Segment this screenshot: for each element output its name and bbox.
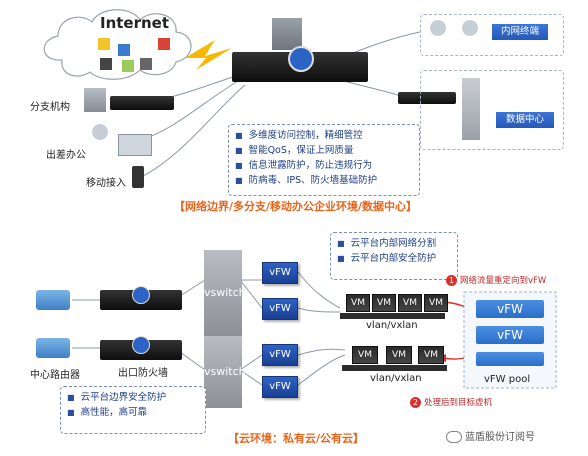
forward-note-text: 处理后到目标虚机 — [424, 398, 493, 408]
top-caption: 【网络边界/多分支/移动办公企业环境/数据中心】 — [174, 200, 418, 213]
branch-label: 分支机构 — [30, 102, 70, 113]
router-icon — [36, 290, 70, 310]
feature-item: 信息泄露防护，防止违规行为 — [235, 158, 413, 173]
vm-box: VM — [386, 346, 412, 364]
app-icon — [98, 38, 110, 50]
internet-label: Internet — [100, 14, 170, 32]
vlan-label: vlan/vxlan — [366, 320, 418, 331]
feature-item: 智能QoS，保证上网质量 — [235, 143, 413, 158]
app-icon — [140, 58, 152, 70]
core-router-label: 中心路由器 — [30, 370, 80, 381]
mobile-label: 移动接入 — [86, 178, 126, 189]
step-badge: 1 — [446, 275, 457, 286]
intranet-label: 内网终端 — [492, 24, 548, 40]
person-icon — [430, 20, 446, 36]
laptop-icon — [118, 134, 152, 156]
watermark: 蓝盾股份订阅号 — [446, 428, 535, 443]
step-badge: 2 — [410, 397, 421, 408]
vfw-box: vFW — [262, 262, 298, 284]
shield-icon — [132, 336, 150, 354]
server-icon — [462, 78, 480, 140]
exit-firewall-label: 出口防火墙 — [118, 368, 168, 379]
vm-box: VM — [372, 294, 396, 312]
pool-vfw-empty — [476, 352, 544, 366]
branch-device — [110, 96, 174, 110]
vm-box: VM — [398, 294, 422, 312]
datacenter-label: 数据中心 — [496, 112, 554, 128]
vfw-box: vFW — [262, 376, 298, 398]
vlan-label: vlan/vxlan — [370, 373, 422, 384]
watermark-text: 蓝盾股份订阅号 — [465, 432, 535, 443]
edge-feature-item: 云平台边界安全防护 — [67, 390, 199, 405]
vfw-box: vFW — [262, 344, 298, 366]
person-icon — [92, 124, 108, 140]
cloud-feature-item: 云平台内部网络分割 — [337, 236, 451, 251]
vfw-box: vFW — [262, 298, 298, 320]
vm-box: VM — [346, 294, 370, 312]
internet-cloud — [43, 9, 192, 80]
vm-box: VM — [418, 346, 444, 364]
cloud-features-callout: 云平台内部网络分割 云平台内部安全防护 — [330, 232, 458, 280]
app-icon — [118, 44, 130, 56]
edge-feature-item: 高性能，高可靠 — [67, 405, 199, 420]
shield-icon — [132, 286, 150, 304]
vm-box: VM — [424, 294, 448, 312]
edge-features-callout: 云平台边界安全防护 高性能，高可靠 — [60, 386, 206, 434]
bottom-caption: 【云环境：私有云/公有云】 — [228, 432, 365, 445]
features-callout: 多维度访问控制，精细管控 智能QoS，保证上网质量 信息泄露防护，防止违规行为 … — [228, 124, 420, 196]
building-icon — [272, 18, 302, 50]
vswitch: vswitch — [204, 250, 246, 336]
travel-label: 出差办公 — [46, 150, 86, 161]
intranet-group — [420, 14, 564, 56]
app-icon — [158, 38, 170, 50]
redirect-note-text: 网络流量重定向到vFW — [460, 276, 547, 286]
feature-item: 防病毒、IPS、防火墙基础防护 — [235, 173, 413, 188]
pool-label: vFW pool — [484, 374, 531, 385]
branch-building-icon — [84, 88, 106, 112]
feature-item: 多维度访问控制，精细管控 — [235, 128, 413, 143]
vswitch: vswitch — [204, 336, 246, 408]
pool-vfw: vFW — [476, 300, 544, 318]
router-icon — [36, 338, 70, 358]
shield-icon — [288, 46, 314, 72]
wechat-icon — [446, 431, 462, 443]
app-icon — [122, 60, 134, 72]
app-icon — [100, 58, 112, 70]
datacenter-device — [398, 92, 456, 104]
lightning-icon — [185, 40, 232, 70]
vm-box: VM — [352, 346, 378, 364]
phone-icon — [132, 166, 144, 188]
cloud-feature-item: 云平台内部安全防护 — [337, 251, 451, 266]
pool-vfw: vFW — [476, 326, 544, 344]
datacenter-group — [420, 70, 564, 150]
person-icon — [462, 20, 478, 36]
